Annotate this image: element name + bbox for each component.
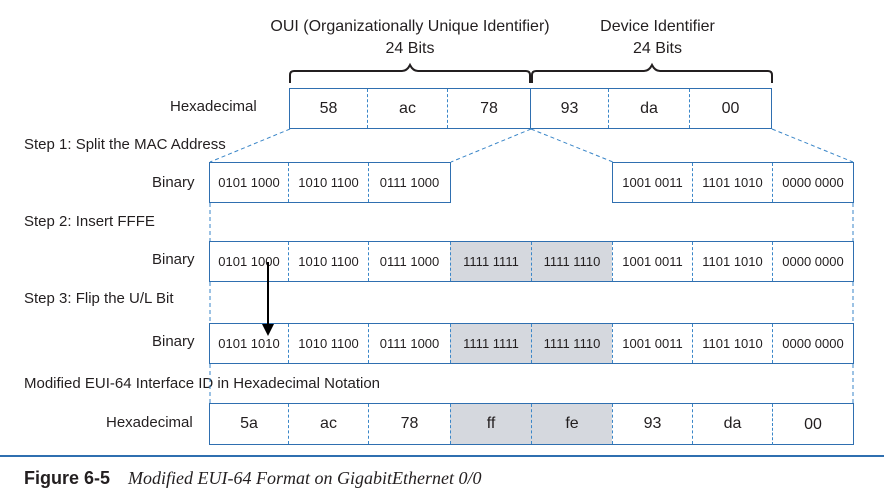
binary-cell: 1101 1010 (692, 324, 772, 363)
result-hex-cell: 5a (240, 415, 258, 432)
result-hex-cell: 78 (368, 404, 450, 444)
result-hex-cell: 00 (772, 404, 853, 445)
mac-oui-box: 58 ac 78 (289, 88, 531, 129)
hex-cell: 58 (319, 99, 338, 117)
device-bits: 24 Bits (633, 40, 682, 57)
hex-label: Hexadecimal (170, 98, 257, 115)
hex-cell: 93 (560, 99, 579, 117)
oui-brace (289, 62, 531, 83)
split-left-box: 0101 1000 1010 1100 0111 1000 (209, 162, 451, 203)
binary-cell: 0000 0000 (772, 163, 853, 202)
device-title: Device Identifier (600, 18, 715, 35)
result-hex-label: Hexadecimal (106, 414, 193, 431)
step3-label: Step 3: Flip the U/L Bit (24, 290, 174, 307)
result-hex-cell: da (692, 404, 772, 444)
binary-cell: 0000 0000 (772, 324, 853, 363)
hex-cell: ac (367, 89, 447, 128)
binary-cell: 1001 0011 (612, 242, 692, 281)
figure-title: Modified EUI-64 Format on GigabitEtherne… (128, 468, 482, 488)
binary-cell: 1001 0011 (612, 324, 692, 363)
binary-cell: 1010 1100 (288, 163, 368, 202)
inserted-ff-cell: 1111 1111 (450, 242, 531, 281)
step2-label: Step 2: Insert FFFE (24, 213, 155, 230)
mac-device-box: 93 da 00 (530, 88, 772, 129)
hex-cell: da (608, 89, 689, 128)
result-row-box: 5a ac 78 ff fe 93 da 00 (209, 403, 854, 445)
figure-caption: Figure 6-5 Modified EUI-64 Format on Giga… (24, 468, 481, 489)
binary-label: Binary (152, 251, 195, 268)
split-right-box: 1001 0011 1101 1010 0000 0000 (612, 162, 854, 203)
binary-cell: 1010 1100 (288, 324, 368, 363)
binary-cell: 1001 0011 (622, 175, 683, 190)
binary-cell: 0111 1000 (368, 242, 450, 281)
result-ff-cell: ff (450, 404, 531, 444)
inserted-ff-cell: 1111 1111 (450, 324, 531, 363)
result-title: Modified EUI-64 Interface ID in Hexadeci… (24, 375, 381, 392)
caption-rule (0, 455, 884, 457)
binary-cell: 0111 1000 (368, 324, 450, 363)
binary-cell: 1010 1100 (288, 242, 368, 281)
binary-cell: 0111 1000 (368, 163, 450, 202)
hex-cell: 00 (689, 89, 771, 128)
binary-cell: 0101 1000 (218, 254, 280, 269)
step1-label: Step 1: Split the MAC Address (24, 136, 226, 153)
oui-bits: 24 Bits (385, 40, 435, 57)
binary-cell-flipped: 0101 1010 (218, 336, 280, 351)
binary-label: Binary (152, 333, 195, 350)
flip-row-box: 0101 1010 1010 1100 0111 1000 1111 1111 … (209, 323, 854, 364)
hex-cell: 78 (447, 89, 530, 128)
binary-cell: 1101 1010 (692, 163, 772, 202)
oui-title: OUI (Organizationally Unique Identifier) (270, 18, 550, 35)
result-hex-cell: ac (288, 404, 368, 444)
insert-row-box: 0101 1000 1010 1100 0111 1000 1111 1111 … (209, 241, 854, 282)
result-hex-cell: 93 (612, 404, 692, 444)
result-fe-cell: fe (531, 404, 612, 444)
binary-cell: 0101 1000 (218, 175, 280, 190)
binary-label: Binary (152, 174, 195, 191)
binary-cell: 1101 1010 (692, 242, 772, 281)
device-brace (531, 62, 773, 83)
figure-number: Figure 6-5 (24, 468, 111, 488)
binary-cell: 0000 0000 (772, 242, 853, 281)
inserted-fe-cell: 1111 1110 (531, 324, 612, 363)
inserted-fe-cell: 1111 1110 (531, 242, 612, 281)
